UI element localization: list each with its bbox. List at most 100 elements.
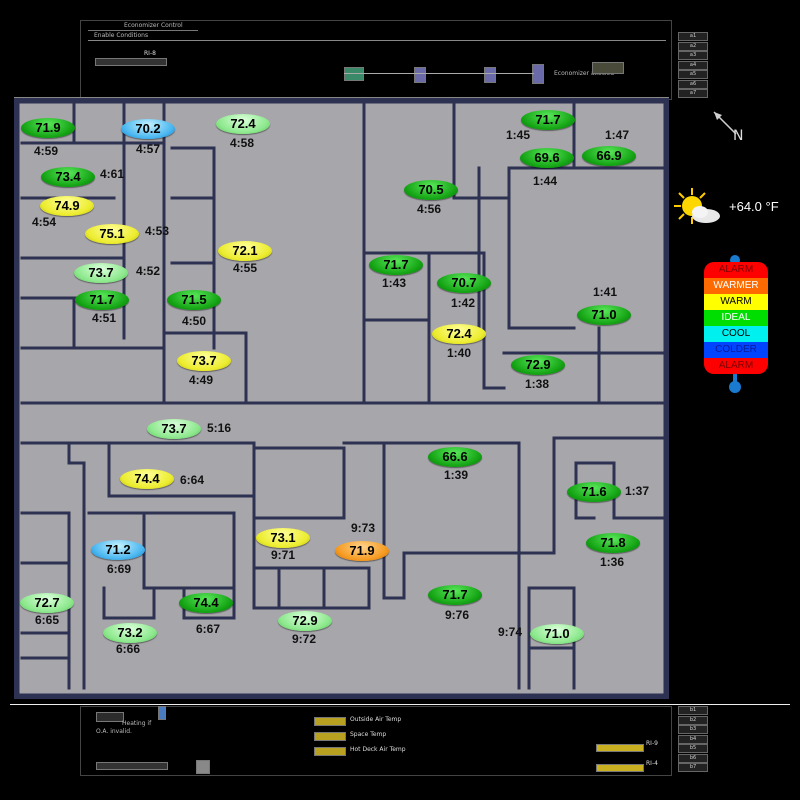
panel-nav-button[interactable]: b6 bbox=[678, 753, 708, 763]
zone-temp-badge[interactable]: 71.5 bbox=[167, 290, 221, 310]
zone-temp-badge[interactable]: 71.7 bbox=[369, 255, 423, 275]
damper-icon-bottom bbox=[196, 760, 210, 774]
zone-temp-badge[interactable]: 72.9 bbox=[278, 611, 332, 631]
temp-value-box[interactable] bbox=[314, 732, 346, 741]
legend-item-colder: COLDER bbox=[704, 342, 768, 358]
zone-temp-badge[interactable]: 71.9 bbox=[335, 541, 389, 561]
zone-temp-badge[interactable]: 72.1 bbox=[218, 241, 272, 261]
zone-temp-badge[interactable]: 70.7 bbox=[437, 273, 491, 293]
zone-id-label: 1:42 bbox=[450, 296, 476, 310]
panel-nav-button[interactable]: a1 bbox=[678, 32, 708, 41]
zone-temp-badge[interactable]: 71.8 bbox=[586, 533, 640, 553]
zone-temp-badge[interactable]: 73.7 bbox=[147, 419, 201, 439]
zone-id-label: 1:39 bbox=[443, 468, 469, 482]
zone-id-label: 4:59 bbox=[33, 144, 59, 158]
heating-value-box[interactable] bbox=[96, 712, 124, 722]
panel-nav-button[interactable]: b5 bbox=[678, 744, 708, 753]
zone-id-label: 1:41 bbox=[592, 285, 618, 299]
zone-id-label: 6:67 bbox=[195, 622, 221, 636]
heating-coil-icon bbox=[158, 706, 166, 720]
heating-status: Heating if bbox=[122, 720, 152, 727]
zone-temp-badge[interactable]: 73.4 bbox=[41, 167, 95, 187]
zone-temp-badge[interactable]: 71.0 bbox=[530, 624, 584, 644]
panel-nav-button[interactable]: b4 bbox=[678, 734, 708, 744]
unit-bar-b[interactable] bbox=[596, 764, 644, 772]
zone-id-label: 5:16 bbox=[206, 421, 232, 435]
zone-temp-badge[interactable]: 73.7 bbox=[74, 263, 128, 283]
panel-nav-button[interactable]: b1 bbox=[678, 706, 708, 715]
zone-temp-badge[interactable]: 74.4 bbox=[179, 593, 233, 613]
legend-item-ideal: IDEAL bbox=[704, 310, 768, 326]
zone-temp-badge[interactable]: 73.1 bbox=[256, 528, 310, 548]
temp-value-box[interactable] bbox=[314, 747, 346, 756]
panel-nav-button[interactable]: a6 bbox=[678, 79, 708, 89]
zone-temp-badge[interactable]: 75.1 bbox=[85, 224, 139, 244]
zone-temp-badge[interactable]: 72.4 bbox=[216, 114, 270, 134]
zone-id-label: 9:73 bbox=[350, 521, 376, 535]
zone-temp-badge[interactable]: 71.0 bbox=[577, 305, 631, 325]
zone-id-label: 6:66 bbox=[115, 642, 141, 656]
zone-temp-badge[interactable]: 71.7 bbox=[428, 585, 482, 605]
temp-value-box[interactable] bbox=[314, 717, 346, 726]
zone-id-label: 1:47 bbox=[604, 128, 630, 142]
zone-id-label: 4:50 bbox=[181, 314, 207, 328]
economizer-indicator bbox=[592, 62, 624, 74]
zone-temp-badge[interactable]: 71.2 bbox=[91, 540, 145, 560]
partly-sunny-icon bbox=[674, 188, 720, 224]
legend-item-alarm: ALARM bbox=[704, 262, 768, 278]
zone-id-label: 4:58 bbox=[229, 136, 255, 150]
panel-nav-button[interactable]: a7 bbox=[678, 89, 708, 98]
panel-nav-button[interactable]: b2 bbox=[678, 715, 708, 725]
zone-temp-badge[interactable]: 71.7 bbox=[75, 290, 129, 310]
zone-temp-badge[interactable]: 71.7 bbox=[521, 110, 575, 130]
panel-nav-button[interactable]: a2 bbox=[678, 41, 708, 51]
legend-item-alarm: ALARM bbox=[704, 358, 768, 374]
zone-temp-badge[interactable]: 74.4 bbox=[120, 469, 174, 489]
panel-nav-button[interactable]: a3 bbox=[678, 51, 708, 60]
economizer-value-box[interactable] bbox=[95, 58, 167, 66]
zone-temp-badge[interactable]: 74.9 bbox=[40, 196, 94, 216]
coil-icon bbox=[532, 64, 544, 84]
panel-nav-button[interactable]: a5 bbox=[678, 70, 708, 79]
duct-line bbox=[344, 73, 534, 74]
enable-conditions-label: Enable Conditions bbox=[94, 32, 149, 39]
zone-temp-badge[interactable]: 66.9 bbox=[582, 146, 636, 166]
zone-temp-badge[interactable]: 72.4 bbox=[432, 324, 486, 344]
legend-item-cool: COOL bbox=[704, 326, 768, 342]
damper-icon bbox=[344, 67, 364, 81]
outside-air-temp: +64.0 °F bbox=[729, 199, 779, 214]
zone-temp-badge[interactable]: 71.9 bbox=[21, 118, 75, 138]
panel-rule bbox=[88, 40, 666, 41]
panel-nav-button[interactable]: b7 bbox=[678, 763, 708, 772]
zone-id-label: 6:65 bbox=[34, 613, 60, 627]
zone-temp-badge[interactable]: 66.6 bbox=[428, 447, 482, 467]
zone-temp-badge[interactable]: 69.6 bbox=[520, 148, 574, 168]
panel-nav-button[interactable]: a4 bbox=[678, 60, 708, 70]
unit-label-top: RI-8 bbox=[144, 50, 156, 57]
zone-temp-badge[interactable]: 71.6 bbox=[567, 482, 621, 502]
zone-temp-badge[interactable]: 70.2 bbox=[121, 119, 175, 139]
zone-id-label: 4:53 bbox=[144, 224, 170, 238]
oa-invalid-status: O.A. invalid. bbox=[96, 728, 132, 735]
zone-id-label: 4:49 bbox=[188, 373, 214, 387]
zone-id-label: 1:44 bbox=[532, 174, 558, 188]
unit-bar-a[interactable] bbox=[596, 744, 644, 752]
zone-id-label: 4:55 bbox=[232, 261, 258, 275]
temp-row-label: Outside Air Temp bbox=[350, 716, 402, 723]
zone-id-label: 1:45 bbox=[505, 128, 531, 142]
zone-id-label: 9:74 bbox=[497, 625, 523, 639]
panel-nav-button[interactable]: b3 bbox=[678, 725, 708, 734]
zone-temp-badge[interactable]: 70.5 bbox=[404, 180, 458, 200]
zone-id-label: 1:43 bbox=[381, 276, 407, 290]
zone-temp-badge[interactable]: 73.7 bbox=[177, 351, 231, 371]
floor-plan-walls bbox=[14, 98, 669, 699]
zone-temp-badge[interactable]: 72.9 bbox=[511, 355, 565, 375]
zone-id-label: 4:57 bbox=[135, 142, 161, 156]
temp-row-label: Space Temp bbox=[350, 731, 387, 738]
zone-temp-badge[interactable]: 73.2 bbox=[103, 623, 157, 643]
zone-temp-badge[interactable]: 72.7 bbox=[20, 593, 74, 613]
top-separator bbox=[14, 97, 669, 98]
north-arrow-icon bbox=[713, 111, 737, 135]
